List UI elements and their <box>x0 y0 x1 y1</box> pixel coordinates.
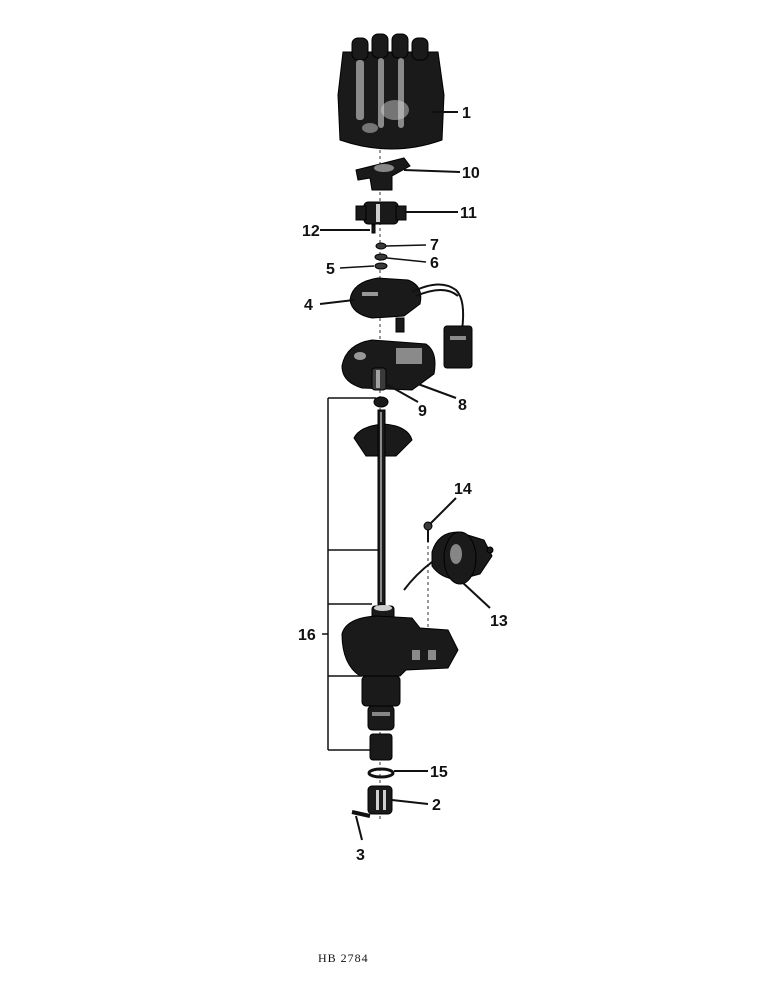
leader-14 <box>429 497 457 525</box>
shaft-cap <box>373 396 389 408</box>
callout-3: 3 <box>356 847 365 864</box>
callout-2: 2 <box>432 797 441 814</box>
leader-7 <box>385 244 427 247</box>
breaker-plate <box>349 277 473 369</box>
washer-5 <box>374 262 388 270</box>
leader-6 <box>386 257 427 263</box>
leader-2 <box>391 799 429 805</box>
leader-8 <box>417 383 457 399</box>
leader-4 <box>319 299 355 305</box>
condenser <box>371 367 387 391</box>
callout-15: 15 <box>430 764 448 781</box>
callout-8: 8 <box>458 397 467 414</box>
vacuum-advance <box>403 531 494 591</box>
leader-9 <box>385 383 419 403</box>
callout-7: 7 <box>430 237 439 254</box>
washer-6 <box>374 253 388 261</box>
callout-6: 6 <box>430 255 439 272</box>
leader-3 <box>355 815 363 841</box>
callout-5: 5 <box>326 261 335 278</box>
callout-10: 10 <box>462 165 480 182</box>
leader-10 <box>403 169 461 173</box>
ring <box>367 767 395 779</box>
bracket-16 <box>322 397 378 751</box>
pin <box>351 810 371 818</box>
callout-11: 11 <box>460 205 477 222</box>
clip <box>375 242 387 250</box>
cam-weight-assembly <box>355 201 407 225</box>
callout-12: 12 <box>302 223 320 240</box>
leader-13 <box>461 581 491 609</box>
wick <box>371 224 376 234</box>
callout-14: 14 <box>454 481 472 498</box>
distributor-body <box>341 605 459 731</box>
shaft-assembly <box>353 409 413 606</box>
callout-9: 9 <box>418 403 427 420</box>
housing-upper <box>341 339 436 391</box>
rotor <box>355 157 411 191</box>
screw <box>423 521 433 542</box>
distributor-cap <box>337 33 445 150</box>
figure-code: HB 2784 <box>318 951 369 965</box>
callout-13: 13 <box>490 613 508 630</box>
callout-4: 4 <box>304 297 313 314</box>
callout-1: 1 <box>462 105 471 122</box>
bushing <box>369 733 393 761</box>
leader-5 <box>339 265 375 269</box>
drive-gear <box>367 785 393 815</box>
callout-16: 16 <box>298 627 316 644</box>
